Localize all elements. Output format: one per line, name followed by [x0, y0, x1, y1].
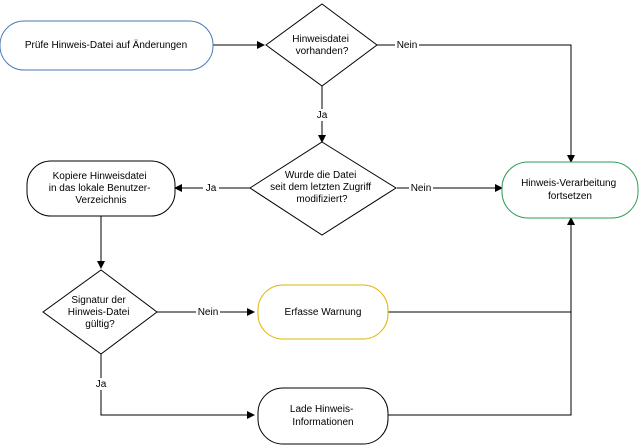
node-continue-label: Hinweis-Verarbeitung fortsetzen — [521, 178, 619, 202]
label-exists-no: Nein — [397, 40, 418, 51]
node-load-info: Lade Hinweis- Informationen — [257, 387, 389, 445]
label-signature-no: Nein — [198, 307, 219, 318]
node-file-exists-label: Hinweisdatei vorhanden? — [292, 34, 351, 57]
node-continue: Hinweis-Verarbeitung fortsetzen — [501, 161, 639, 219]
node-check-file-label: Prüfe Hinweis-Datei auf Änderungen — [25, 39, 187, 51]
node-file-modified: Wurde die Datei seit dem letzten Zugriff… — [249, 141, 397, 236]
node-warning: Erfasse Warnung — [257, 284, 389, 340]
edge-load-to-continue — [388, 217, 575, 416]
node-copy-file: Kopiere Hinweisdatei in das lokale Benut… — [26, 160, 176, 217]
edge-signature-yes-to-load — [100, 354, 255, 419]
node-signature-valid-label: Signatur der Hinweis-Datei gültig? — [68, 295, 132, 330]
node-copy-file-label: Kopiere Hinweisdatei in das lokale Benut… — [49, 171, 154, 206]
edge-labels: Nein Ja Nein Ja Nein Ja — [93, 39, 433, 390]
edge-exists-no-to-continue — [377, 44, 575, 163]
node-check-file: Prüfe Hinweis-Datei auf Änderungen — [0, 20, 214, 71]
label-signature-yes: Ja — [96, 379, 107, 390]
label-exists-yes: Ja — [317, 110, 328, 121]
node-file-modified-label: Wurde die Datei seit dem letzten Zugriff… — [270, 170, 374, 205]
node-signature-valid: Signatur der Hinweis-Datei gültig? — [42, 269, 158, 355]
node-file-exists: Hinweisdatei vorhanden? — [265, 3, 378, 87]
label-modified-no: Nein — [411, 183, 432, 194]
node-warning-label: Erfasse Warnung — [285, 307, 362, 318]
label-modified-yes: Ja — [206, 183, 217, 194]
node-load-info-label: Lade Hinweis- Informationen — [290, 404, 356, 428]
edges — [97, 41, 575, 419]
